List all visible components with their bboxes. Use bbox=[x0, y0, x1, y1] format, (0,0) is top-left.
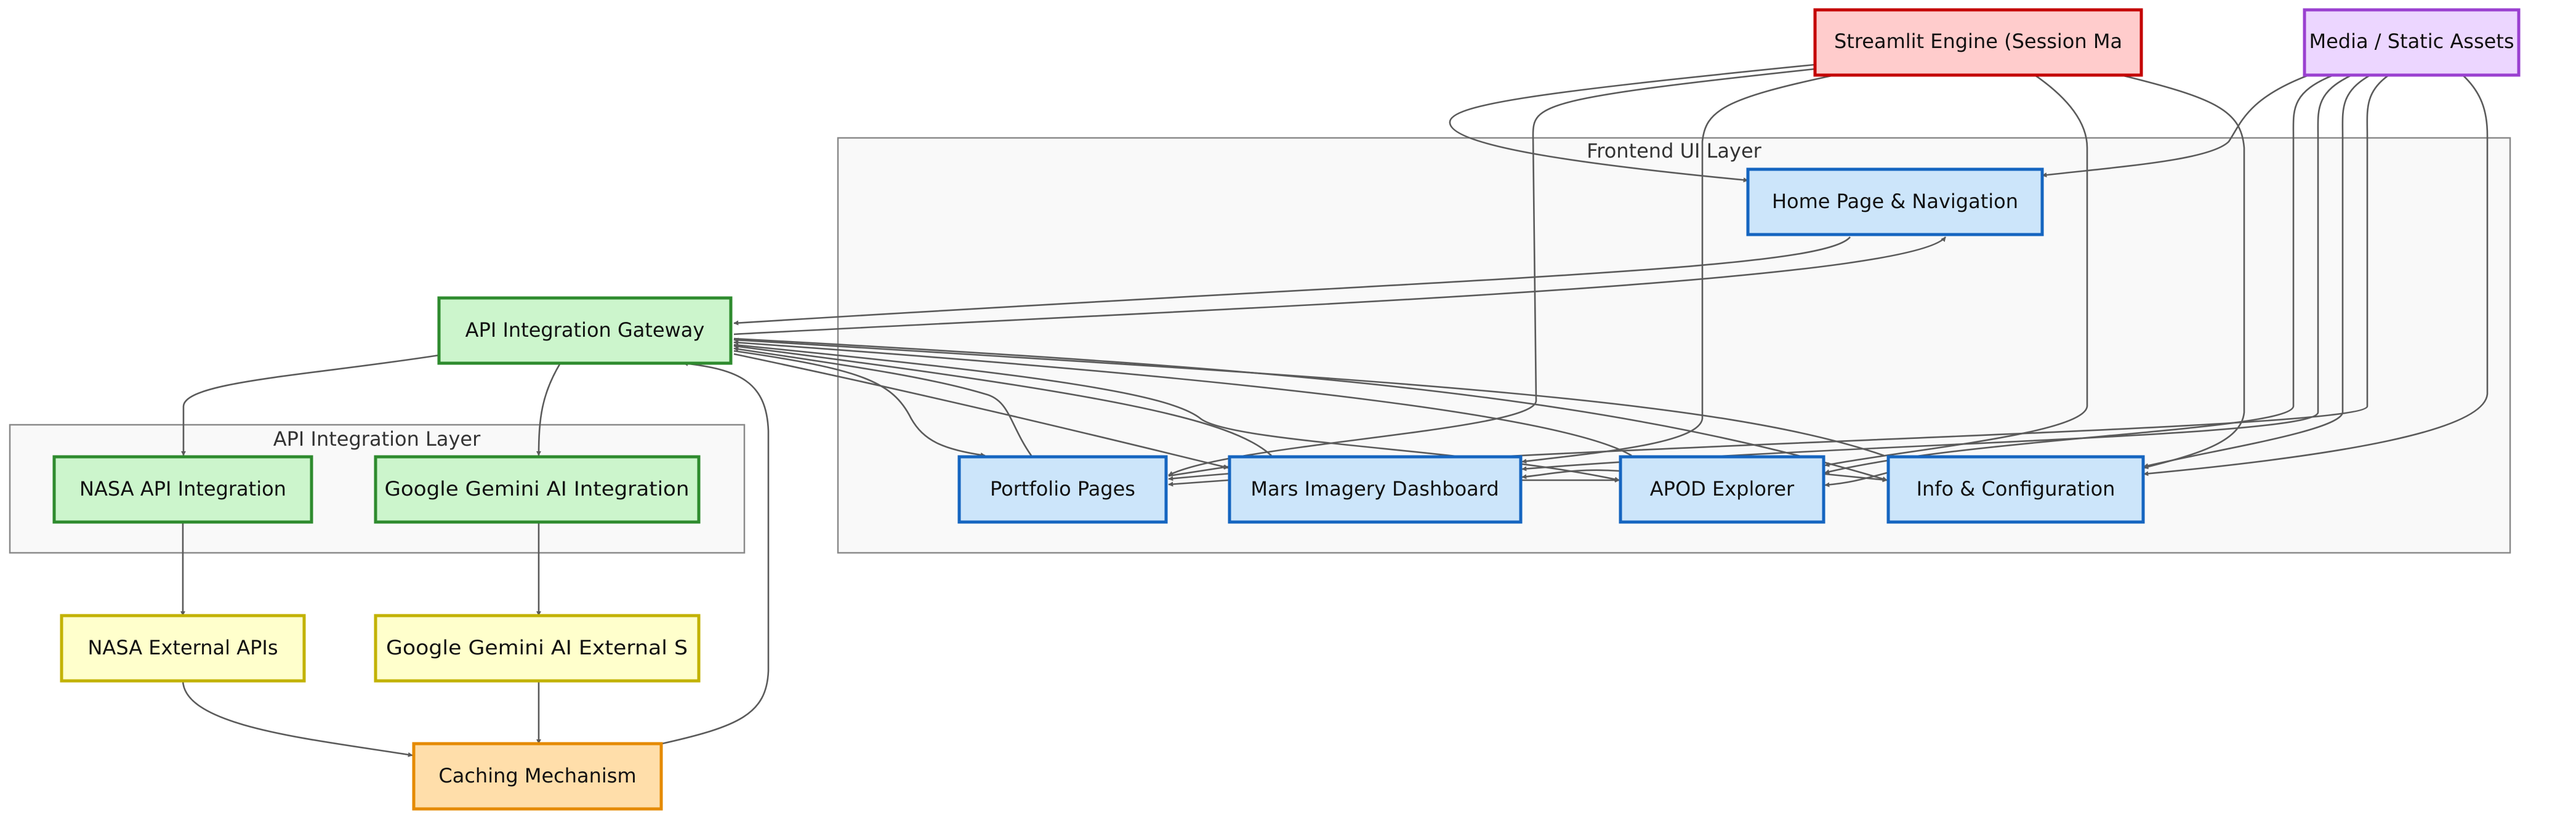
edge-gateway-mars bbox=[733, 353, 1229, 470]
node-portfolio-pages-label: Portfolio Pages bbox=[990, 477, 1135, 500]
edge-media-apod bbox=[1824, 74, 2334, 475]
node-nasa-api-integration-label: NASA API Integration bbox=[79, 477, 286, 500]
node-info-configuration-label: Info & Configuration bbox=[1917, 477, 2115, 500]
node-apod-explorer[interactable]: APOD Explorer bbox=[1619, 455, 1825, 524]
node-caching-mechanism[interactable]: Caching Mechanism bbox=[412, 742, 663, 811]
edge-engine-mars bbox=[1521, 74, 1835, 464]
edge-gateway-portfolio bbox=[733, 350, 986, 457]
edge-apod-gateway bbox=[733, 340, 1632, 457]
node-gemini-ai-integration[interactable]: Google Gemini AI Integration bbox=[374, 455, 701, 524]
edge-gateway-gemini-api bbox=[536, 363, 561, 456]
edge-engine-home bbox=[1449, 63, 1816, 183]
node-api-integration-gateway-label: API Integration Gateway bbox=[465, 318, 705, 342]
node-mars-imagery-dashboard-label: Mars Imagery Dashboard bbox=[1250, 477, 1499, 500]
edge-nasa-ext-cache bbox=[182, 680, 413, 757]
node-home-page-navigation[interactable]: Home Page & Navigation bbox=[1746, 167, 2044, 236]
edge-apod-mars bbox=[1521, 469, 1620, 480]
node-streamlit-engine-label: Streamlit Engine (Session Ma bbox=[1834, 30, 2122, 53]
frontend-cluster-title: Frontend UI Layer bbox=[1587, 139, 1761, 163]
node-gemini-ai-external[interactable]: Google Gemini AI External S bbox=[374, 614, 701, 683]
edge-apod-info bbox=[1824, 473, 1888, 483]
edge-media-mars bbox=[1521, 74, 2353, 472]
edge-gateway-home bbox=[733, 236, 1947, 336]
edge-media-info bbox=[2143, 74, 2371, 468]
node-mars-imagery-dashboard[interactable]: Mars Imagery Dashboard bbox=[1228, 455, 1523, 524]
node-api-integration-gateway[interactable]: API Integration Gateway bbox=[437, 296, 733, 365]
edge-portfolio-mars bbox=[1168, 465, 1229, 477]
edge-gateway-nasa-api bbox=[181, 354, 440, 456]
edges bbox=[180, 63, 2489, 757]
node-gemini-ai-integration-label: Google Gemini AI Integration bbox=[385, 477, 690, 500]
edge-info-apod bbox=[1824, 472, 1888, 488]
edge-engine-apod bbox=[1824, 74, 2088, 467]
node-nasa-external-apis-label: NASA External APIs bbox=[87, 636, 278, 659]
edge-mars-portfolio bbox=[1168, 479, 1229, 487]
edge-portfolio-gateway bbox=[733, 347, 1032, 456]
node-home-page-navigation-label: Home Page & Navigation bbox=[1772, 190, 2018, 213]
node-caching-mechanism-label: Caching Mechanism bbox=[438, 764, 636, 787]
edge-engine-info bbox=[2120, 74, 2245, 470]
edge-info-gateway bbox=[733, 337, 1885, 457]
edge-cache-gateway bbox=[661, 361, 770, 745]
edge-media-info-2 bbox=[2143, 74, 2489, 476]
edge-mars-gateway bbox=[733, 344, 1272, 456]
edge-engine-portfolio bbox=[1168, 68, 1816, 476]
edge-media-home bbox=[2042, 74, 2309, 178]
node-gemini-ai-external-label: Google Gemini AI External S bbox=[386, 636, 688, 659]
edge-home-gateway bbox=[733, 236, 1851, 326]
node-apod-explorer-label: APOD Explorer bbox=[1650, 477, 1795, 500]
node-nasa-api-integration[interactable]: NASA API Integration bbox=[52, 455, 313, 524]
node-media-static-assets[interactable]: Media / Static Assets bbox=[2303, 8, 2521, 77]
node-nasa-external-apis[interactable]: NASA External APIs bbox=[60, 614, 306, 683]
node-streamlit-engine[interactable]: Streamlit Engine (Session Ma bbox=[1813, 8, 2143, 77]
node-portfolio-pages[interactable]: Portfolio Pages bbox=[957, 455, 1168, 524]
node-media-static-assets-label: Media / Static Assets bbox=[2309, 30, 2514, 53]
node-info-configuration[interactable]: Info & Configuration bbox=[1886, 455, 2145, 524]
nodes: Streamlit Engine (Session Ma Media / Sta… bbox=[52, 8, 2521, 811]
api-cluster-title: API Integration Layer bbox=[273, 427, 481, 451]
